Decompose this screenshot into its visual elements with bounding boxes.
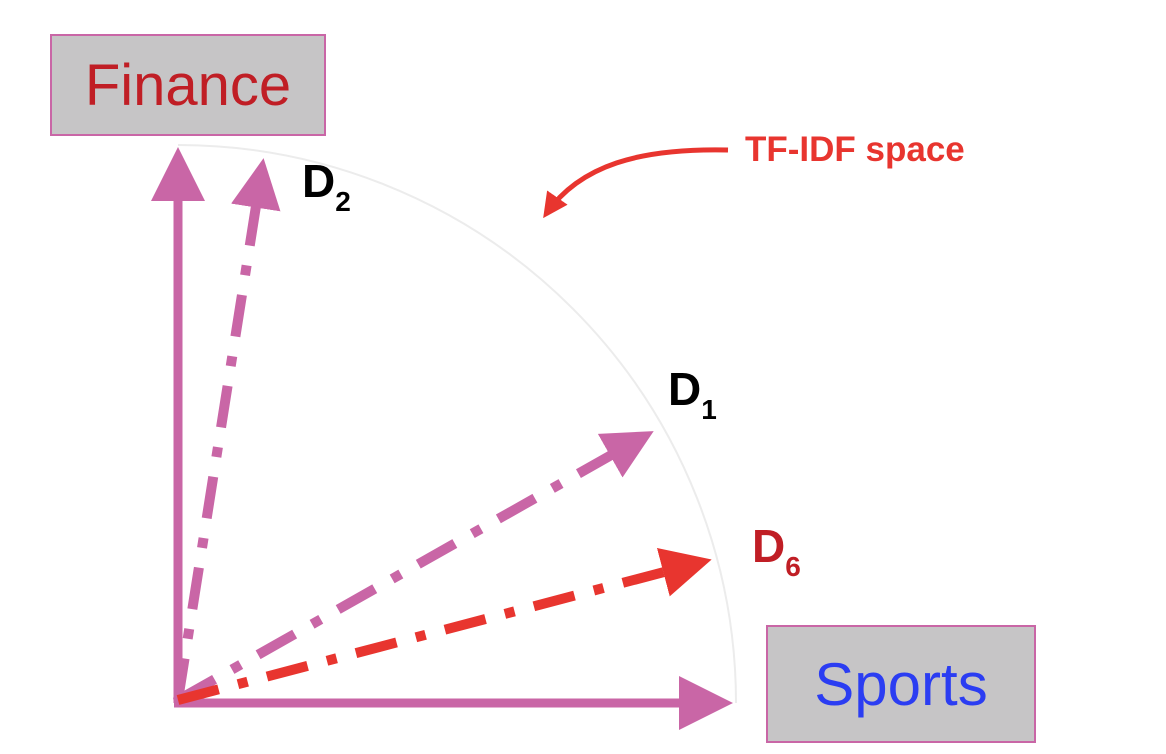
vector-d2-label: D2 [302, 155, 351, 217]
sports-axis-box: Sports [766, 625, 1036, 743]
vector-d1-label: D1 [668, 363, 717, 425]
sports-axis-label: Sports [814, 650, 988, 718]
tfidf-space-arc [177, 144, 737, 704]
finance-axis-label: Finance [84, 52, 292, 118]
tfidf-pointer-arrow [543, 147, 729, 219]
vector-d6-label: D6 [752, 520, 801, 582]
tfidf-space-annotation: TF-IDF space [745, 130, 965, 169]
vector-d1-arrow [175, 431, 654, 705]
vector-d2-arrow [173, 158, 281, 701]
vector-d6-arrow [176, 548, 712, 705]
finance-axis-box: Finance [50, 34, 326, 136]
